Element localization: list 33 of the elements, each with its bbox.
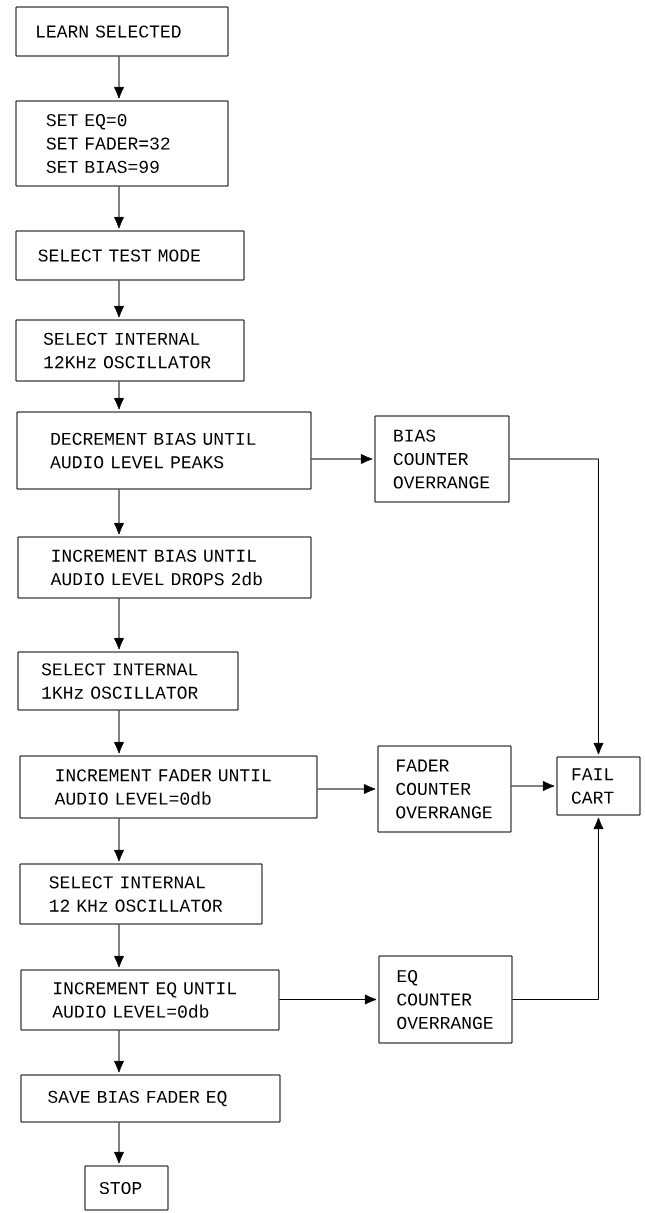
arrow — [512, 817, 604, 1000]
arrow — [113, 710, 125, 754]
process-box: SELECT INTERNAL 12KHz OSCILLATOR — [15, 319, 245, 382]
arrow — [113, 598, 125, 650]
arrow — [113, 818, 125, 862]
arrow — [279, 994, 377, 1005]
arrow — [511, 780, 555, 792]
arrow — [113, 489, 125, 535]
process-box: SAVE BIAS FADER EQ — [20, 1074, 281, 1123]
arrow — [113, 280, 125, 318]
terminal-box: STOP — [84, 1165, 169, 1211]
arrow — [113, 1030, 125, 1073]
arrow — [317, 783, 376, 795]
arrow — [113, 56, 125, 99]
process-box: SELECT INTERNAL 12 KHz OSCILLATOR — [19, 863, 263, 925]
arrow — [113, 186, 125, 229]
arrow — [113, 381, 125, 410]
process-box: INCREMENT FADER UNTIL AUDIO LEVEL=0db — [19, 755, 318, 819]
process-box: EQ COUNTER OVERRANGE — [378, 955, 513, 1044]
process-box: LEARN SELECTED — [15, 6, 229, 57]
terminal-box: FAIL CART — [556, 756, 641, 816]
arrow — [311, 453, 373, 465]
process-box: INCREMENT BIAS UNTIL AUDIO LEVEL DROPS 2db — [17, 536, 312, 599]
process-box: FADER COUNTER OVERRANGE — [377, 745, 512, 833]
arrow — [113, 1122, 125, 1164]
arrow — [113, 924, 125, 968]
arrow — [509, 458, 604, 755]
process-box: SET EQ=0 SET FADER=32 SET BIAS=99 — [15, 100, 229, 187]
process-box: SELECT INTERNAL 1KHz OSCILLATOR — [17, 651, 239, 711]
process-box: DECREMENT BIAS UNTIL AUDIO LEVEL PEAKS — [16, 411, 312, 490]
process-box: BIAS COUNTER OVERRANGE — [374, 415, 510, 503]
process-box: INCREMENT EQ UNTIL AUDIO LEVEL=0db — [20, 969, 280, 1031]
process-box: SELECT TEST MODE — [15, 230, 245, 281]
